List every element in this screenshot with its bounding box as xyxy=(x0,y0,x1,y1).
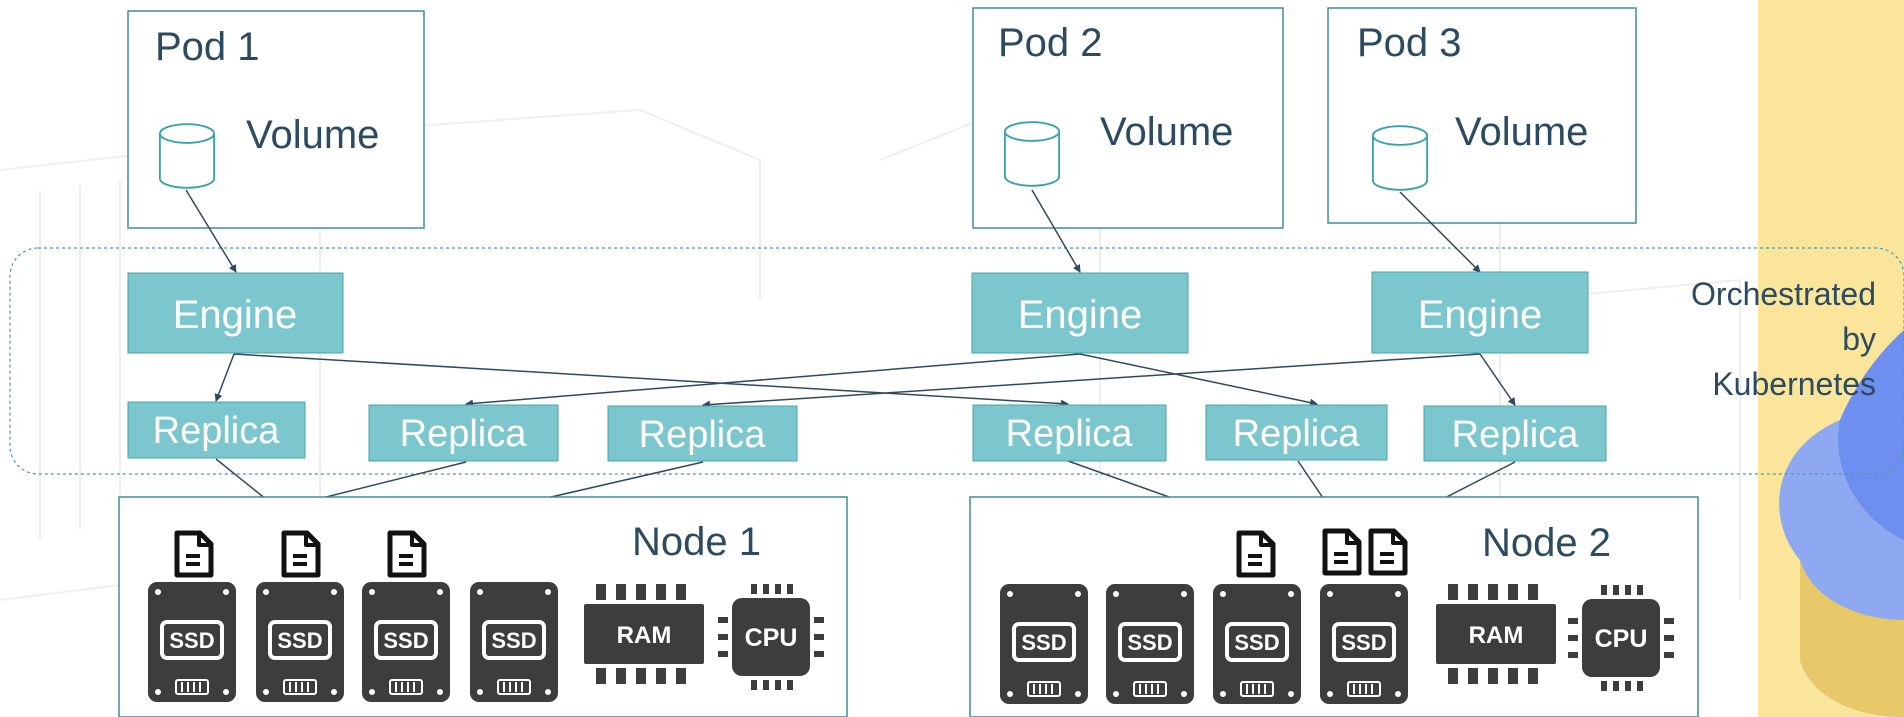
ssd-4: SSD xyxy=(1320,584,1408,704)
ssd-4: SSD xyxy=(470,582,558,702)
engine-to-replica-arrow xyxy=(1479,353,1516,406)
ssd-label: SSD xyxy=(169,628,214,653)
ssd-label: SSD xyxy=(1127,630,1172,655)
document-icon xyxy=(1371,531,1405,573)
ssd-3: SSD xyxy=(362,582,450,702)
ssd-1: SSD xyxy=(1000,584,1088,704)
engine-1: Engine xyxy=(127,272,344,354)
engine-label: Engine xyxy=(173,293,298,337)
ram-label: RAM xyxy=(1469,622,1524,649)
document-icon xyxy=(1325,531,1359,573)
node-title: Node 1 xyxy=(632,520,761,564)
side-panel-decoration xyxy=(1758,0,1904,717)
node-2: Node 2 SSD SSD SSD SSD RAM CPU xyxy=(969,496,1699,717)
orchestration-label-line2: by xyxy=(1842,321,1876,357)
replica-2: Replica xyxy=(368,404,559,462)
cpu-label: CPU xyxy=(1595,625,1648,653)
replica-4: Replica xyxy=(972,404,1167,462)
engine-label: Engine xyxy=(1018,293,1143,337)
database-icon xyxy=(158,123,216,189)
engine-to-replica-arrow xyxy=(1079,353,1318,407)
document-icon xyxy=(1239,533,1273,575)
pod-title: Pod 1 xyxy=(155,25,260,69)
orchestration-label-line1: Orchestrated xyxy=(1691,276,1876,312)
engine-label: Engine xyxy=(1418,293,1543,337)
replica-6: Replica xyxy=(1423,405,1607,462)
ssd-label: SSD xyxy=(1341,630,1386,655)
replica-1: Replica xyxy=(127,401,306,459)
ssd-label: SSD xyxy=(491,628,536,653)
engine-3: Engine xyxy=(1371,271,1589,354)
replica-5: Replica xyxy=(1205,404,1388,461)
cpu-chip: CPU xyxy=(1568,585,1674,691)
orchestration-label-line3: Kubernetes xyxy=(1712,366,1876,402)
document-icon xyxy=(390,533,424,575)
volume-label: Volume xyxy=(1100,110,1233,154)
engine-to-replica-arrow xyxy=(465,353,1081,408)
database-icon xyxy=(1003,121,1061,187)
ssd-label: SSD xyxy=(277,628,322,653)
pod-title: Pod 2 xyxy=(998,21,1103,65)
node-title: Node 2 xyxy=(1482,521,1611,565)
ssd-3: SSD xyxy=(1213,584,1301,704)
replica-label: Replica xyxy=(153,410,281,452)
document-icon xyxy=(177,533,211,575)
pod-2: Pod 2 Volume xyxy=(972,7,1284,229)
volume-to-engine-arrow xyxy=(185,189,237,273)
engine-2: Engine xyxy=(971,272,1189,354)
ssd-2: SSD xyxy=(256,582,344,702)
cpu-chip: CPU xyxy=(718,584,824,690)
ssd-1: SSD xyxy=(148,582,236,702)
ssd-label: SSD xyxy=(1021,630,1066,655)
ram-label: RAM xyxy=(617,622,672,649)
volume-to-engine-arrow xyxy=(1399,191,1481,273)
database-icon xyxy=(1371,125,1429,191)
connectors xyxy=(185,189,1516,533)
pod-1: Pod 1 Volume xyxy=(127,10,425,229)
volume-to-engine-arrow xyxy=(1031,189,1081,273)
ram-module: RAM xyxy=(584,584,704,684)
document-icon xyxy=(284,533,318,575)
orchestration-region xyxy=(9,247,1904,475)
pod-3: Pod 3 Volume xyxy=(1327,7,1637,224)
engine-to-replica-arrow xyxy=(214,353,235,402)
replica-label: Replica xyxy=(639,414,767,456)
volume-label: Volume xyxy=(1455,110,1588,154)
ssd-2: SSD xyxy=(1106,584,1194,704)
ram-module: RAM xyxy=(1436,584,1556,684)
replica-label: Replica xyxy=(1006,413,1134,455)
replica-label: Replica xyxy=(400,413,528,455)
cpu-label: CPU xyxy=(745,624,798,652)
pod-title: Pod 3 xyxy=(1357,21,1462,65)
ssd-label: SSD xyxy=(1234,630,1279,655)
replica-label: Replica xyxy=(1452,414,1580,456)
replica-label: Replica xyxy=(1233,413,1361,455)
volume-label: Volume xyxy=(246,113,379,157)
node-1: Node 1 SSD SSD SSD SSD RAM CPU xyxy=(118,496,848,717)
replica-3: Replica xyxy=(607,405,798,462)
ssd-label: SSD xyxy=(383,628,428,653)
engine-to-replica-arrow xyxy=(233,353,1069,408)
engine-to-replica-arrow xyxy=(702,353,1481,409)
